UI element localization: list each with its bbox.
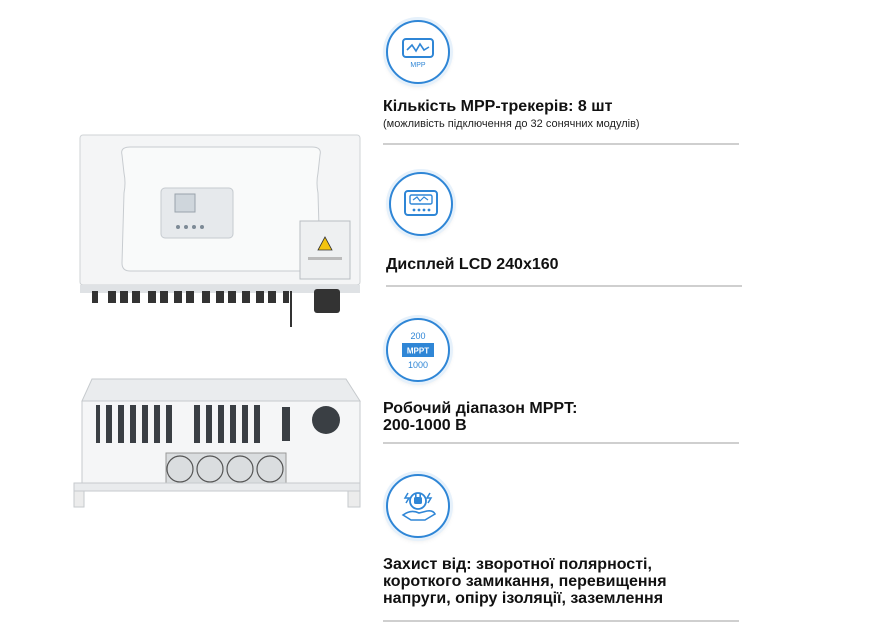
feature-mpp-trackers: MPP Кількість MPP-трекерів: 8 шт (можлив…	[383, 20, 739, 148]
inverter-bottom-image	[70, 375, 364, 515]
feature-mppt-range: 200 MPPT 1000 Робочий діапазон MPPT: 200…	[383, 318, 739, 446]
feature-title: Захист від: зворотної полярності, коротк…	[383, 556, 739, 607]
feature-title-line-2: 200-1000 В	[383, 417, 467, 434]
divider	[383, 620, 739, 622]
feature-protection: Захист від: зворотної полярності, коротк…	[383, 474, 739, 624]
feature-title: Дисплей LCD 240x160	[386, 256, 559, 273]
feature-title-line-3: напруги, опіру ізоляції, заземлення	[383, 590, 664, 607]
feature-lcd-display: Дисплей LCD 240x160	[383, 172, 742, 292]
divider	[386, 285, 742, 287]
feature-title: Кількість MPP-трекерів: 8 шт	[383, 98, 613, 115]
mppt-range-icon: 200 MPPT 1000	[386, 318, 450, 382]
feature-title-line-2: короткого замикання, перевищення	[383, 573, 667, 590]
feature-title-line-1: Захист від: зворотної полярності,	[383, 556, 652, 573]
mppt-icon-mid: MPPT	[407, 347, 429, 356]
lcd-display-icon	[389, 172, 453, 236]
divider	[383, 442, 739, 444]
mppt-icon-bottom: 1000	[408, 360, 428, 370]
mpp-icon-label: MPP	[410, 62, 426, 69]
protection-plug-icon	[386, 474, 450, 538]
feature-title-line-1: Робочий діапазон MPPT:	[383, 400, 578, 417]
feature-subtitle: (можливість підключення до 32 сонячних м…	[383, 118, 640, 130]
feature-title: Робочий діапазон MPPT: 200-1000 В	[383, 400, 739, 434]
divider	[383, 143, 739, 145]
mpp-monitor-icon: MPP	[386, 20, 450, 84]
inverter-front-image	[78, 133, 362, 328]
mppt-icon-top: 200	[410, 331, 425, 341]
